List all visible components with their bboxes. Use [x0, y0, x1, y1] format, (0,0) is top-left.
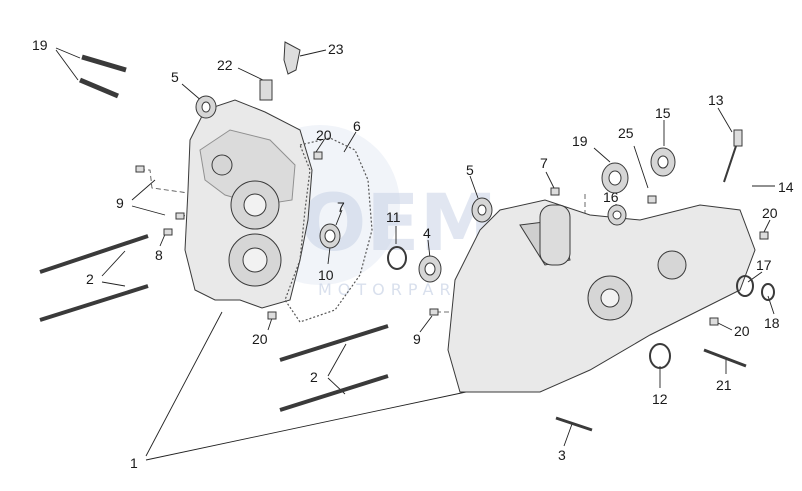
callout-label: 20	[762, 205, 778, 221]
callout-label: 4	[423, 225, 431, 241]
callout-label: 7	[337, 199, 345, 215]
callout-label: 6	[353, 118, 361, 134]
callout-label: 9	[116, 195, 124, 211]
callout-label: 5	[466, 162, 474, 178]
callout-label: 13	[708, 92, 724, 108]
callout-label: 10	[318, 267, 334, 283]
callout-label: 20	[252, 331, 268, 347]
callout-label: 20	[316, 127, 332, 143]
callout-label: 23	[328, 41, 344, 57]
callout-labels: 19 5 22 23 20 6 9 8 2 7 11 10 4 20 5 7 9…	[32, 37, 794, 471]
callout-label: 12	[652, 391, 668, 407]
dowels-and-small-parts	[135, 41, 769, 326]
left-crankcase-half	[184, 99, 313, 309]
callout-label: 9	[413, 331, 421, 347]
bearings-and-seals	[195, 95, 775, 369]
callout-label: 16	[603, 189, 619, 205]
callout-label: 5	[171, 69, 179, 85]
callout-label: 1	[130, 455, 138, 471]
callout-label: 8	[155, 247, 163, 263]
callout-label: 17	[756, 257, 772, 273]
callout-label: 21	[716, 377, 732, 393]
callout-label: 22	[217, 57, 233, 73]
callout-label: 14	[778, 179, 794, 195]
callout-label: 7	[540, 155, 548, 171]
callout-label: 19	[572, 133, 588, 149]
callout-label: 15	[655, 105, 671, 121]
studs	[39, 54, 747, 432]
callout-label: 2	[310, 369, 318, 385]
callout-label: 19	[32, 37, 48, 53]
callout-label: 20	[734, 323, 750, 339]
watermark-tagline: MOTORPARTS	[318, 280, 487, 299]
leader-lines	[55, 47, 775, 461]
callout-label: 18	[764, 315, 780, 331]
callout-label: 2	[86, 271, 94, 287]
callout-label: 11	[386, 209, 401, 225]
callout-label: 3	[558, 447, 566, 463]
right-crankcase-half	[447, 199, 756, 393]
callout-label: 25	[618, 125, 634, 141]
